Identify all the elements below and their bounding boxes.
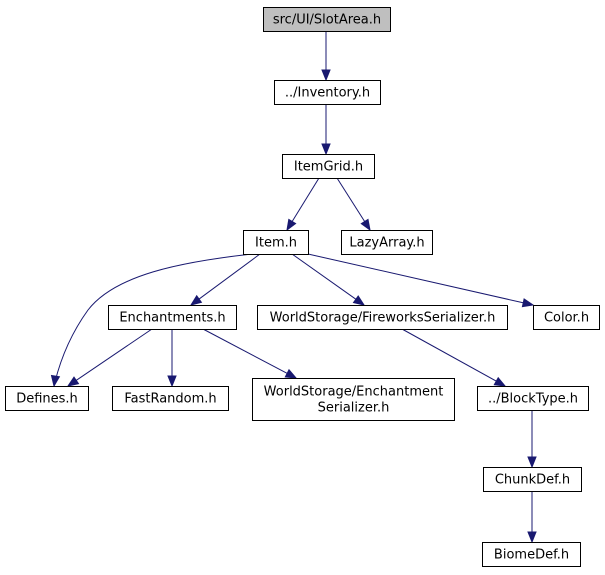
edge-item-to-fireworks — [291, 253, 366, 306]
edge-blocktype-to-chunkdef — [527, 410, 537, 469]
node-box — [5, 386, 89, 411]
edge-enchantments-to-enchser — [202, 328, 298, 379]
node-box — [252, 378, 455, 421]
edges-layer — [50, 31, 537, 544]
node-inventory[interactable]: ../Inventory.h — [274, 80, 381, 105]
node-label: Enchantments.h — [119, 311, 225, 326]
node-label: Color.h — [544, 311, 589, 326]
node-enchantments[interactable]: Enchantments.h — [108, 305, 237, 330]
node-label: ../Inventory.h — [285, 86, 370, 101]
arrowhead — [66, 376, 80, 387]
node-box — [108, 305, 237, 330]
node-label: WorldStorage/FireworksSerializer.h — [270, 311, 496, 326]
node-box — [282, 154, 375, 179]
node-label: ChunkDef.h — [495, 473, 570, 488]
edge-line — [336, 177, 366, 223]
node-box — [112, 386, 229, 411]
node-label: ../BlockType.h — [488, 392, 578, 407]
node-item[interactable]: Item.h — [243, 230, 309, 255]
arrowhead — [493, 376, 507, 387]
node-fireworks[interactable]: WorldStorage/FireworksSerializer.h — [257, 305, 508, 330]
edge-line — [53, 253, 253, 387]
edge-itemgrid-to-item — [286, 177, 320, 232]
edge-itemgrid-to-lazyarray — [336, 177, 371, 232]
node-label: BiomeDef.h — [494, 548, 569, 563]
arrowhead — [321, 143, 331, 156]
arrowhead — [527, 531, 537, 544]
arrowhead — [521, 298, 535, 308]
node-blocktype[interactable]: ../BlockType.h — [477, 386, 589, 411]
arrowhead — [321, 69, 331, 82]
edge-slotarea-to-inventory — [321, 31, 331, 82]
node-label: ItemGrid.h — [294, 160, 363, 175]
nodes-layer: src/UI/SlotArea.h ../Inventory.hItemGrid.… — [5, 7, 600, 567]
edge-chunkdef-to-biomedef — [527, 491, 537, 544]
node-fastrandom[interactable]: FastRandom.h — [112, 386, 229, 411]
node-box — [533, 305, 600, 330]
edge-item-to-enchantments — [189, 253, 261, 306]
node-box — [243, 230, 309, 255]
arrowhead — [189, 294, 203, 306]
node-box — [483, 467, 582, 492]
edge-line — [401, 328, 498, 383]
node-biomedef[interactable]: BiomeDef.h — [482, 542, 581, 567]
edge-line — [197, 253, 261, 301]
edge-inventory-to-itemgrid — [321, 104, 331, 156]
node-label: Serializer.h — [318, 401, 390, 416]
arrowhead — [167, 375, 177, 388]
node-box — [341, 230, 433, 255]
node-slotarea[interactable]: src/UI/SlotArea.h — [263, 7, 391, 32]
edge-line — [75, 328, 153, 382]
edge-line — [202, 328, 289, 375]
node-box — [257, 305, 508, 330]
arrowhead — [352, 295, 366, 306]
node-label: WorldStorage/Enchantment — [264, 385, 444, 400]
node-lazyarray[interactable]: LazyArray.h — [341, 230, 433, 255]
edge-item-to-defines — [50, 253, 253, 388]
node-chunkdef[interactable]: ChunkDef.h — [483, 467, 582, 492]
node-box — [477, 386, 589, 411]
edge-item-to-color — [307, 253, 535, 308]
edge-enchantments-to-fastrandom — [167, 329, 177, 388]
arrowhead — [50, 374, 61, 388]
node-label: Defines.h — [16, 392, 78, 407]
node-box — [482, 542, 581, 567]
arrowhead — [527, 456, 537, 469]
edge-line — [307, 253, 525, 304]
node-label: LazyArray.h — [349, 236, 424, 251]
edge-fireworks-to-blocktype — [401, 328, 507, 387]
arrowhead — [284, 368, 298, 379]
edge-line — [291, 177, 320, 223]
edge-enchantments-to-defines — [66, 328, 153, 387]
node-label: FastRandom.h — [124, 392, 216, 407]
node-label: src/UI/SlotArea.h — [273, 13, 381, 28]
node-color[interactable]: Color.h — [533, 305, 600, 330]
node-itemgrid[interactable]: ItemGrid.h — [282, 154, 375, 179]
arrowhead — [360, 218, 371, 232]
arrowhead — [286, 218, 297, 232]
node-box — [274, 80, 381, 105]
node-box — [263, 7, 391, 32]
node-defines[interactable]: Defines.h — [5, 386, 89, 411]
node-label: Item.h — [255, 236, 297, 251]
edge-line — [291, 253, 357, 301]
